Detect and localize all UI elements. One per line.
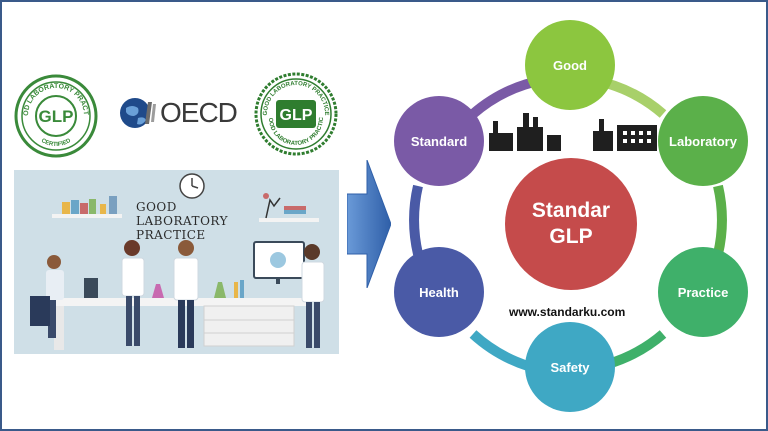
globe-icon: [120, 98, 156, 128]
seal-right-center-text: GLP: [280, 107, 313, 124]
glp-laboratory-seal: GOOD LABORATORY PRACTICE GOOD LABORATORY…: [254, 72, 338, 156]
node-good: Good: [525, 20, 615, 110]
node-practice: Practice: [658, 247, 748, 337]
node-good-label: Good: [553, 57, 587, 73]
node-safety-label: Safety: [550, 359, 590, 375]
lab-title-line-2: LABORATORY: [136, 214, 228, 228]
center-node-line-2: GLP: [549, 225, 593, 248]
svg-text:CERTIFIED: CERTIFIED: [40, 138, 73, 148]
node-standard: Standard: [394, 96, 484, 186]
node-laboratory-label: Laboratory: [669, 133, 737, 149]
oecd-logo: OECD: [118, 94, 238, 132]
glp-certified-seal: GOOD LABORATORY PRACTICE CERTIFIED GLP: [14, 74, 98, 158]
factory-icon: [483, 109, 663, 153]
ring-arc-health-standard: [409, 184, 423, 256]
node-practice-label: Practice: [677, 284, 729, 300]
right-arrow-icon: [346, 159, 392, 289]
node-standard-label: Standard: [410, 133, 468, 149]
node-laboratory: Laboratory: [658, 96, 748, 186]
node-health: Health: [394, 247, 484, 337]
ring-arc-practice-safety: [606, 330, 667, 369]
node-health-label: Health: [419, 284, 459, 300]
lab-title: GOOD LABORATORY PRACTICE: [136, 200, 228, 242]
node-safety: Safety: [525, 322, 615, 412]
oecd-label: OECD: [160, 97, 238, 128]
center-node-line-1: Standar: [531, 199, 611, 222]
seal-left-bottom-text: CERTIFIED: [40, 138, 73, 148]
ring-arc-safety-health: [469, 330, 530, 371]
logos-row: GOOD LABORATORY PRACTICE CERTIFIED GLP O…: [14, 70, 346, 162]
glp-cycle-diagram: Standar GLP Good Laboratory Practice Saf…: [388, 14, 758, 424]
seal-left-center-text: GLP: [39, 107, 74, 126]
lab-illustration: GOOD LABORATORY PRACTICE: [14, 170, 339, 354]
center-node-standar-glp: Standar GLP: [505, 158, 637, 290]
ring-arc-laboratory-practice: [713, 184, 727, 256]
lab-title-line-1: GOOD: [136, 200, 177, 214]
website-url: www.standarku.com: [509, 305, 626, 319]
lab-title-line-3: PRACTICE: [136, 228, 206, 242]
